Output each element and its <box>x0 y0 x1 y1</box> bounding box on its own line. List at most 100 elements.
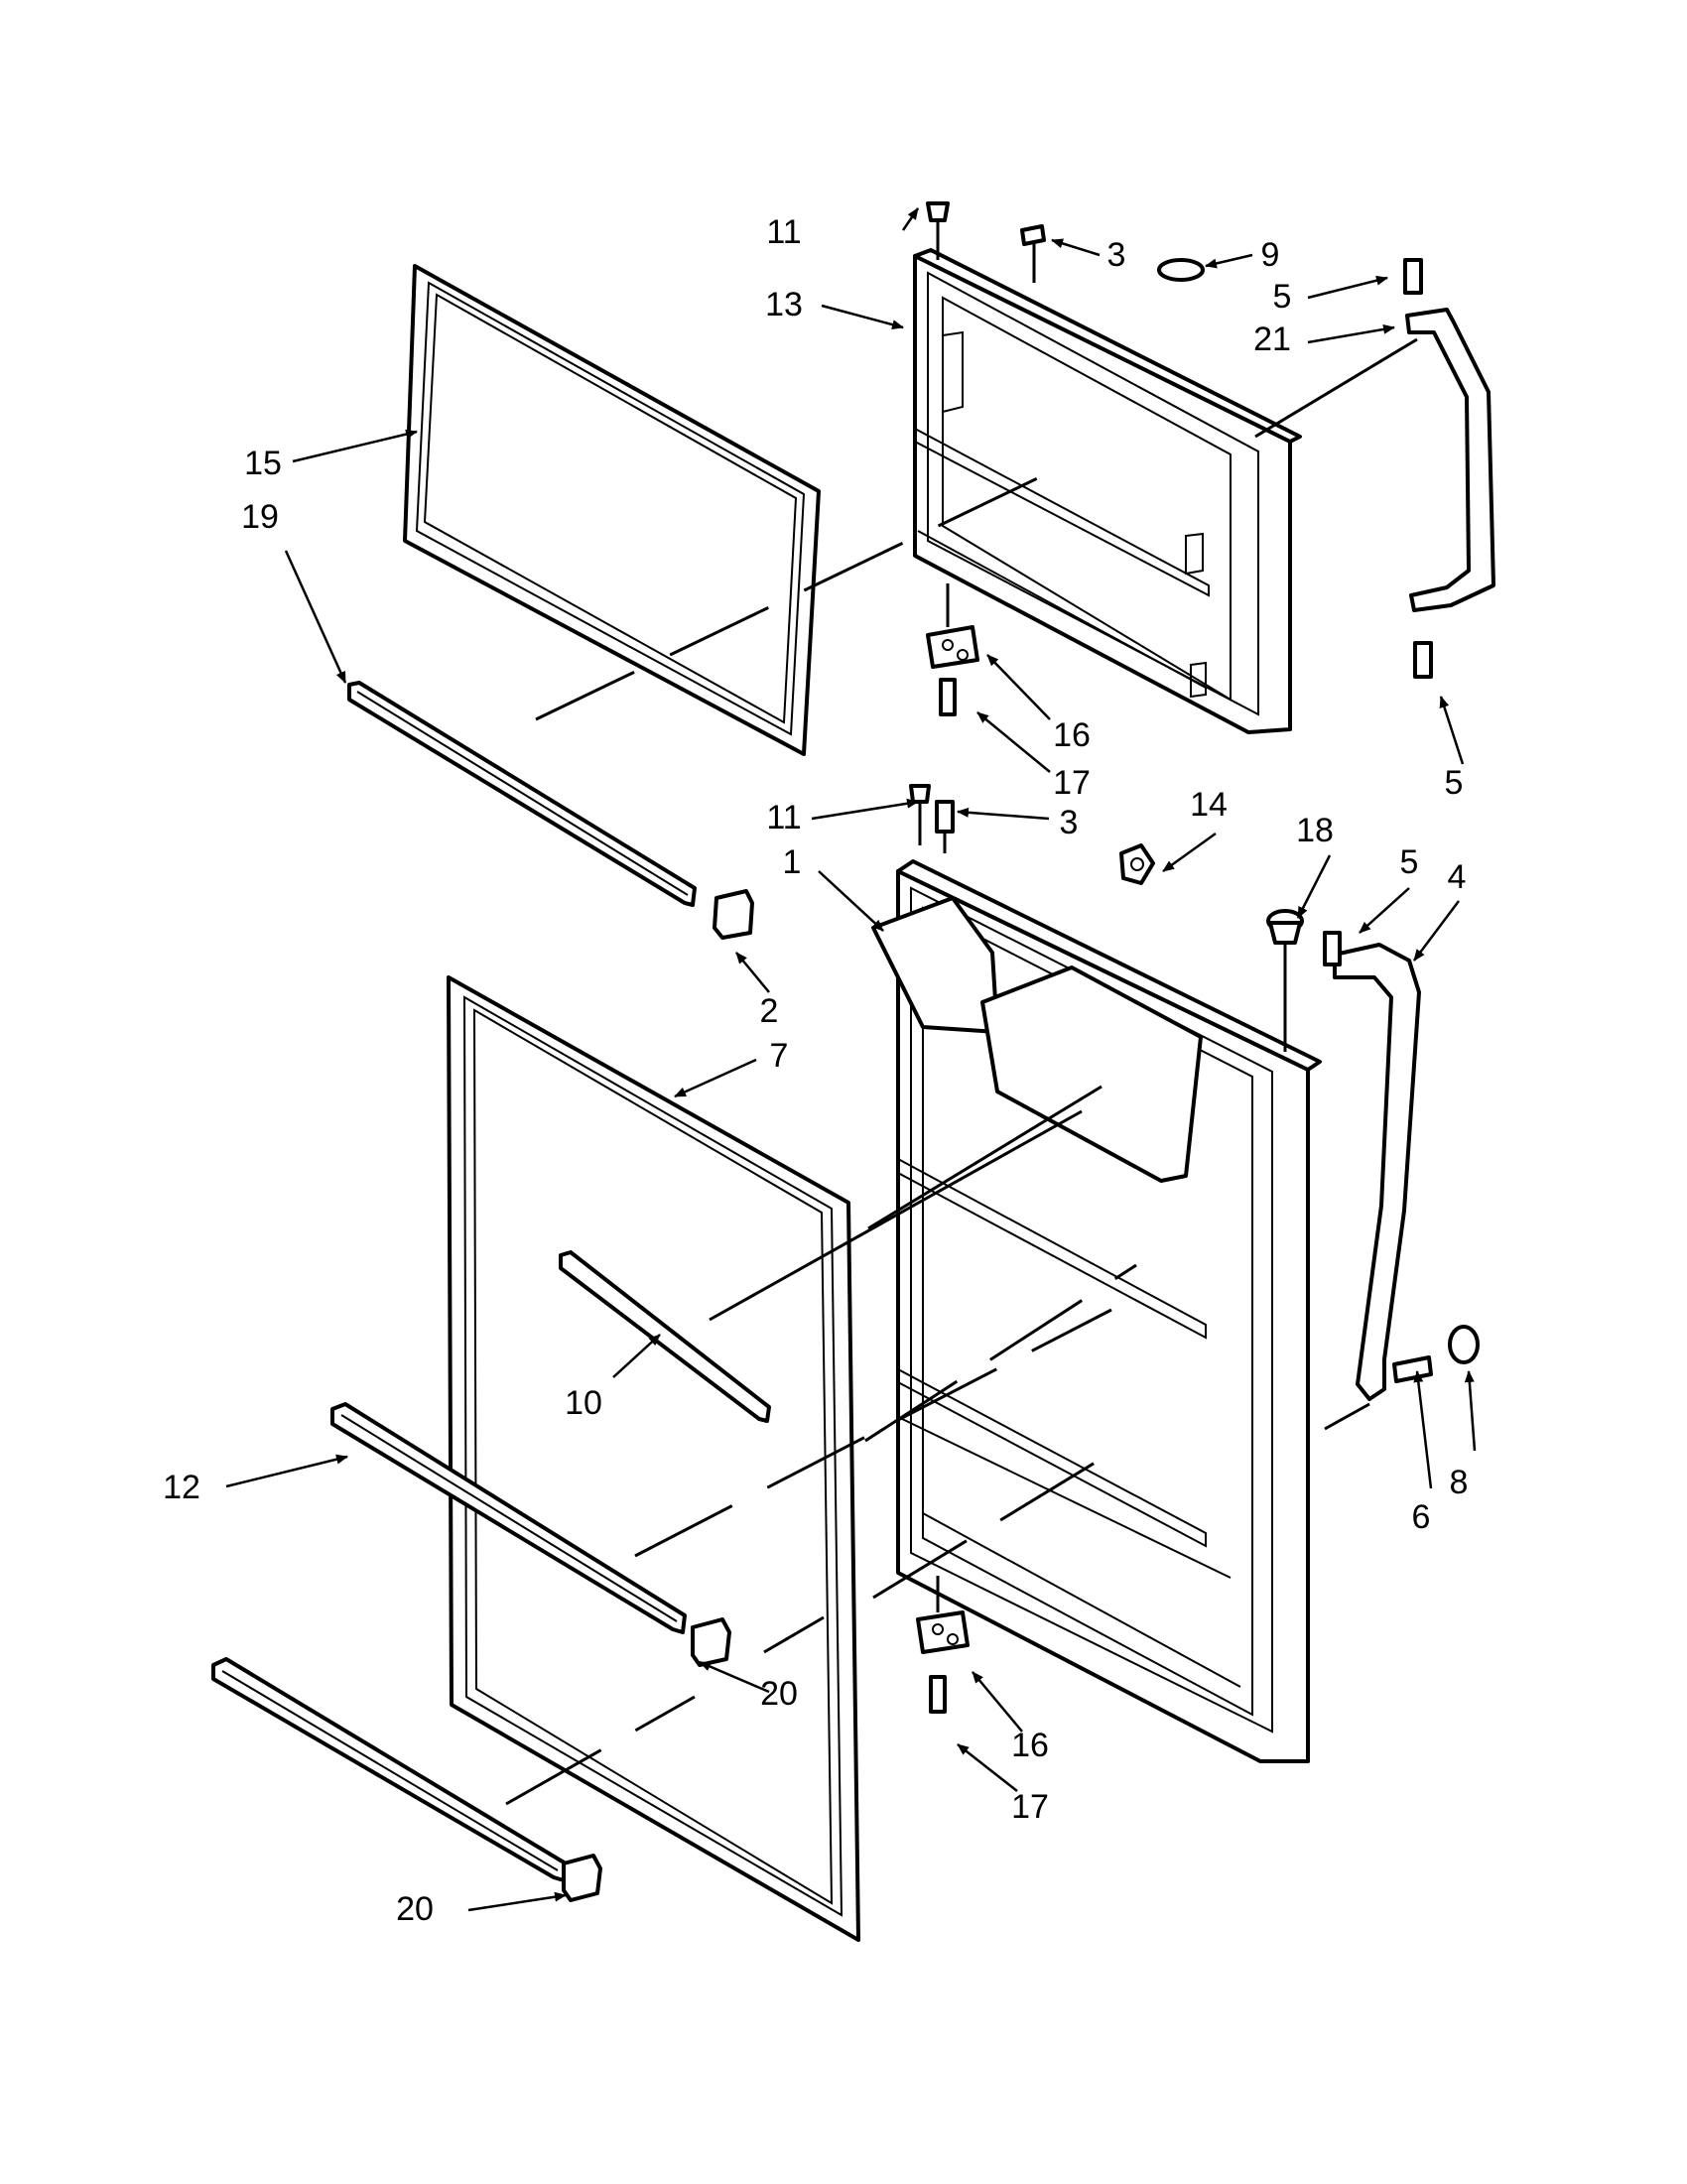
refrigerator-door-part-1 <box>871 859 1322 1763</box>
callout-leader-arrow <box>1359 887 1410 934</box>
callout-leader-arrow <box>818 870 884 932</box>
freezer-door-part-13 <box>913 248 1302 734</box>
freezer-door-handle-part-21 <box>1405 308 1495 612</box>
callout-label: 9 <box>1261 236 1280 274</box>
callout-label: 14 <box>1190 786 1228 824</box>
callout-label: 16 <box>1011 1727 1049 1764</box>
callout-leader-arrow <box>1205 253 1253 269</box>
callout-leader-arrow <box>735 952 770 993</box>
callout-leader-arrow <box>467 1891 567 1912</box>
callout-label: 17 <box>1011 1788 1049 1826</box>
callout-label: 20 <box>396 1890 434 1928</box>
callout-4: 4 <box>1413 858 1467 962</box>
callout-leader-arrow <box>821 304 904 329</box>
refrigerator-door-bottom-screw-part-17 <box>929 1675 947 1714</box>
door-shelf-rail-upper-part-12 <box>330 1402 687 1634</box>
callout-2: 2 <box>735 952 779 1030</box>
freezer-handle-screw-bottom-part-5 <box>1413 641 1433 679</box>
freezer-door-screw-part-3 <box>1020 224 1046 283</box>
callout-14: 14 <box>1162 786 1228 873</box>
handle-stud-cap-part-8 <box>1448 1325 1480 1364</box>
freezer-shelf-rail-part-19 <box>347 681 697 907</box>
callout-leader-arrow <box>284 550 347 684</box>
callout-13: 13 <box>765 286 904 329</box>
callout-label: 6 <box>1412 1498 1431 1536</box>
callout-label: 21 <box>1253 321 1291 358</box>
callout-label: 4 <box>1448 858 1467 896</box>
freezer-door-gasket-part-15 <box>403 264 821 756</box>
callout-label: 15 <box>244 445 282 482</box>
callout-leader-arrow <box>225 1454 348 1488</box>
callout-leader-arrow <box>292 429 418 463</box>
callout-label: 5 <box>1400 843 1419 881</box>
callout-leader-arrow <box>957 1743 1018 1792</box>
callout-18: 18 <box>1296 812 1334 919</box>
callout-label: 17 <box>1053 764 1091 802</box>
callout-leader-arrow <box>1439 696 1465 765</box>
callout-21: 21 <box>1253 321 1395 358</box>
freezer-door-top-pin-part-11 <box>926 201 950 260</box>
freezer-handle-screw-top-part-5 <box>1403 258 1423 295</box>
handle-stud-part-6 <box>1392 1355 1433 1383</box>
callout-leader-arrow <box>976 711 1051 773</box>
callout-leader-arrow <box>1464 1370 1477 1452</box>
callout-8: 8 <box>1450 1370 1477 1501</box>
callout-12: 12 <box>163 1454 348 1506</box>
callout-label: 19 <box>241 498 279 536</box>
callout-label: 12 <box>163 1469 200 1506</box>
callout-leader-arrow <box>957 807 1050 821</box>
callout-label: 2 <box>760 992 779 1030</box>
refrigerator-door-bottom-hinge-part-16 <box>916 1576 970 1654</box>
refrigerator-door-gasket-part-7 <box>447 975 860 1942</box>
callout-label: 8 <box>1450 1464 1469 1501</box>
callout-label: 11 <box>766 799 801 836</box>
callout-leader-arrow <box>1162 832 1217 873</box>
callout-17: 17 <box>976 711 1091 802</box>
callout-leader-arrow <box>1296 854 1332 919</box>
callout-9: 9 <box>1205 236 1280 274</box>
callout-1: 1 <box>783 843 884 932</box>
callout-20: 20 <box>699 1660 798 1713</box>
assembly-lines <box>505 337 1418 1806</box>
callout-5: 5 <box>1273 275 1388 316</box>
refrigerator-handle-screw-top-part-5 <box>1323 931 1342 966</box>
callout-label: 1 <box>783 843 802 881</box>
callout-label: 16 <box>1053 716 1091 754</box>
callout-5: 5 <box>1439 696 1465 802</box>
callout-11: 11 <box>766 207 920 251</box>
callout-3: 3 <box>957 804 1078 841</box>
callout-20: 20 <box>396 1890 567 1928</box>
callout-label: 13 <box>765 286 803 323</box>
refrigerator-door-screw-part-3 <box>935 800 955 853</box>
refrigerator-door-handle-part-4 <box>1333 943 1421 1401</box>
callout-leader-arrow <box>986 654 1051 720</box>
callout-19: 19 <box>241 498 347 684</box>
callout-leader-arrow <box>1413 1370 1433 1489</box>
callout-15: 15 <box>244 429 418 482</box>
callout-11: 11 <box>766 798 919 836</box>
spacer-ring-part-9 <box>1157 258 1205 282</box>
rail-end-cap-lower-part-20 <box>562 1854 602 1902</box>
callout-5: 5 <box>1359 843 1419 934</box>
callout-leader-arrow <box>811 798 919 821</box>
callout-3: 3 <box>1051 236 1125 274</box>
callout-label: 5 <box>1445 764 1464 802</box>
callout-leader-arrow <box>1307 323 1395 344</box>
hinge-cover-part-14 <box>1119 843 1155 885</box>
callout-label: 10 <box>565 1384 602 1422</box>
callout-leader-arrow <box>1413 900 1460 962</box>
callout-label: 18 <box>1296 812 1334 849</box>
hinge-hole-plug-part-18 <box>1266 909 1304 1052</box>
callout-leader-arrow <box>699 1660 770 1694</box>
callout-leader-arrow <box>901 207 920 231</box>
callout-leader-arrow <box>1307 275 1388 300</box>
callout-7: 7 <box>674 1037 788 1098</box>
callout-6: 6 <box>1412 1370 1433 1536</box>
rail-end-cap-upper-part-20 <box>691 1617 731 1667</box>
callout-16: 16 <box>972 1671 1049 1764</box>
callout-leader-arrow <box>612 1334 661 1378</box>
refrigerator-door-top-pin-part-11 <box>909 784 931 845</box>
door-shelf-rail-part-10 <box>559 1250 771 1423</box>
